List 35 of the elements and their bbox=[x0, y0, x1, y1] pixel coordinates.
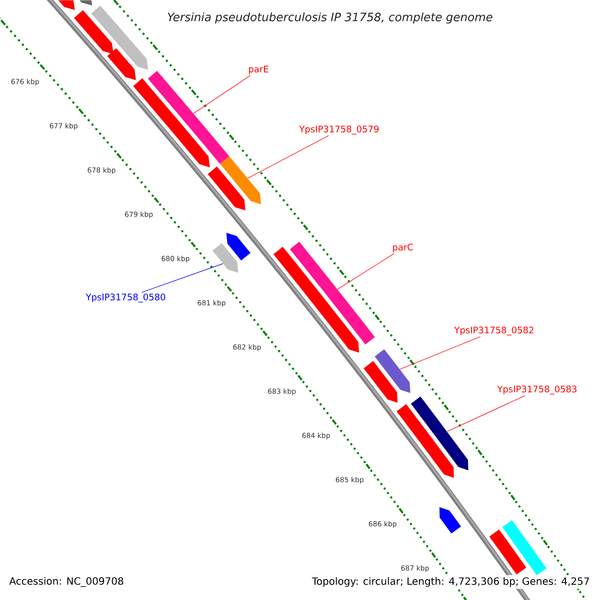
gene-label: YpsIP31758_0580 bbox=[86, 294, 166, 302]
accession-text: Accession: NC_009708 bbox=[7, 575, 126, 589]
gene-block bbox=[226, 232, 250, 260]
gene-block bbox=[273, 246, 360, 353]
gene-block bbox=[396, 404, 454, 478]
gene-block bbox=[74, 10, 114, 54]
leader-line bbox=[193, 75, 251, 114]
gene-label: parE bbox=[249, 66, 268, 74]
gene-block bbox=[148, 70, 230, 164]
leader-line bbox=[141, 263, 224, 293]
gene-label: parC bbox=[393, 244, 413, 252]
gene-block bbox=[220, 156, 262, 204]
gene-block bbox=[439, 507, 462, 534]
gene-block bbox=[133, 78, 210, 168]
leader-line bbox=[247, 135, 329, 179]
leader-line bbox=[337, 253, 394, 290]
gene-block bbox=[290, 242, 375, 344]
gene-block bbox=[58, 0, 75, 10]
gene-block bbox=[80, 0, 92, 6]
leader-line bbox=[400, 336, 481, 370]
gene-block bbox=[374, 349, 410, 394]
gene-block bbox=[208, 166, 246, 210]
gene-block bbox=[364, 361, 398, 403]
gene-block bbox=[212, 243, 238, 273]
gene-block bbox=[410, 396, 468, 470]
leader-line bbox=[446, 395, 526, 432]
gene-label: YpsIP31758_0582 bbox=[454, 326, 534, 336]
gene-block bbox=[489, 529, 526, 575]
gene-label: YpsIP31758_0579 bbox=[299, 126, 379, 134]
gene-block bbox=[91, 6, 148, 70]
gene-label: YpsIP31758_0583 bbox=[497, 386, 576, 394]
gene-block bbox=[502, 520, 546, 576]
gene-block bbox=[107, 48, 136, 80]
summary-text: Topology: circular; Length: 4,723,306 bp; Genes: 4,257 bbox=[310, 575, 592, 589]
title: Yersinia pseudotuberculosis IP 31758, complete genome bbox=[164, 9, 496, 27]
